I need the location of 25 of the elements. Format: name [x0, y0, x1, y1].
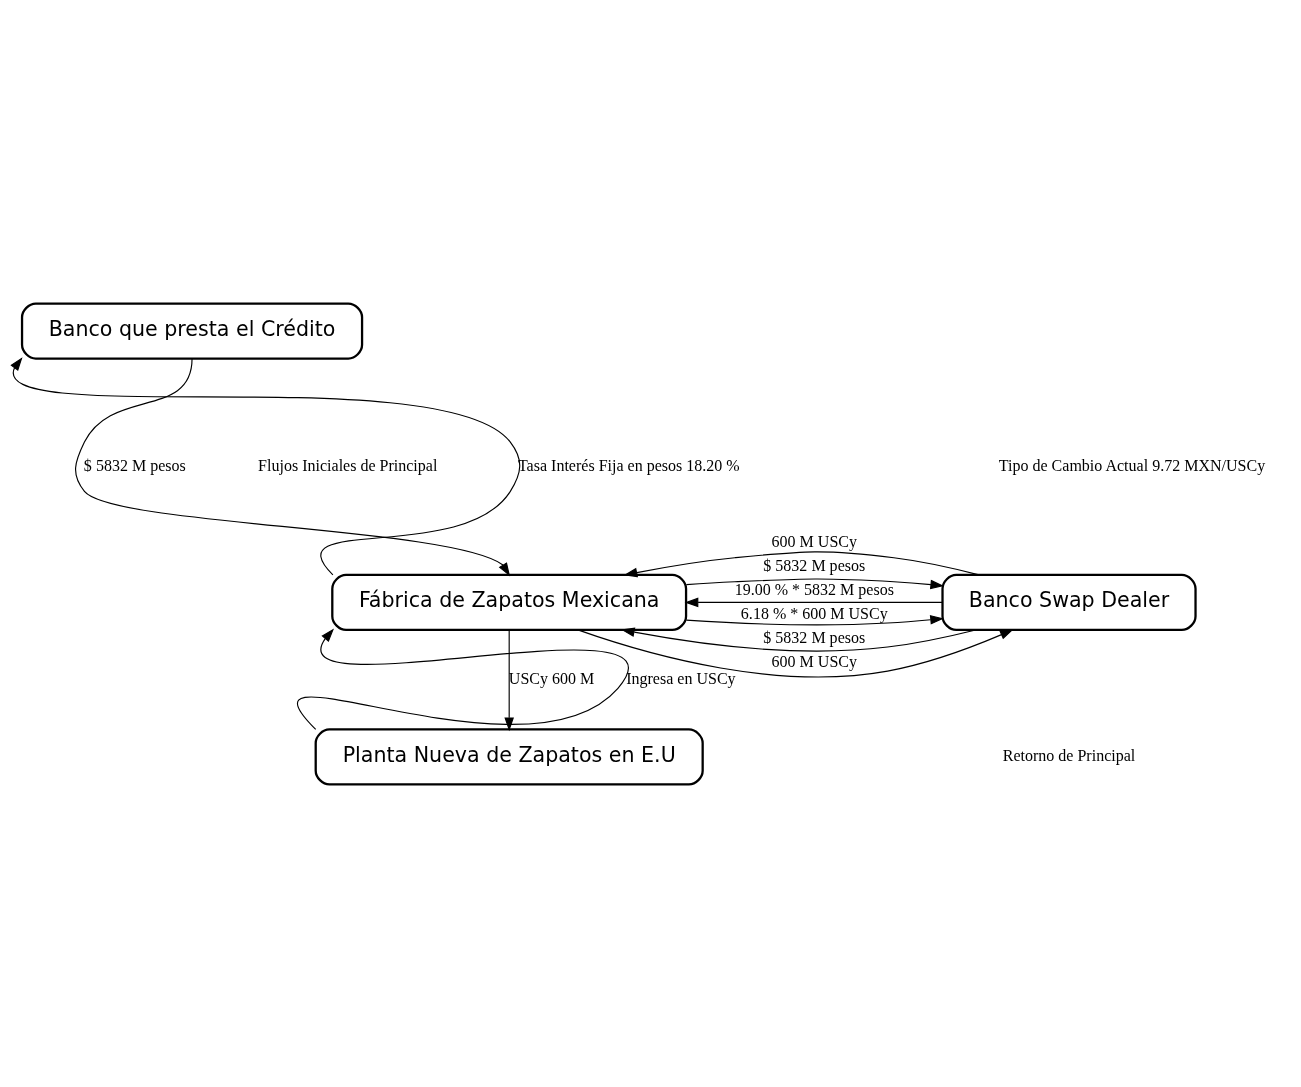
arrow	[623, 550, 980, 577]
arrow	[685, 577, 945, 589]
edge-label: 600 M USCy	[771, 652, 858, 670]
arrow	[10, 356, 521, 575]
label: Retorno de Principal	[1002, 746, 1136, 764]
arrow	[577, 628, 1014, 677]
edge-label: Ingresa en USCy	[626, 669, 736, 687]
node-box: Banco que presta el Crédito	[20, 301, 364, 360]
arrow	[298, 628, 629, 730]
arrow	[685, 614, 944, 625]
edge-label: $ 5832 M pesos	[763, 556, 866, 574]
arrow	[504, 628, 514, 731]
edge-label: $ 5832 M pesos	[83, 456, 186, 474]
edge-label: 19.00 % * 5832 M pesos	[734, 580, 894, 598]
arrow	[620, 626, 977, 652]
node-box: Fábrica de Zapatos Mexicana	[331, 573, 688, 631]
arrow	[75, 357, 511, 576]
edge-label: 600 M USCy	[771, 532, 858, 550]
label: Tipo de Cambio Actual 9.72 MXN/USCy	[998, 456, 1266, 474]
node-box: Planta Nueva de Zapatos en E.U	[314, 727, 704, 786]
label: Flujos Iniciales de Principal	[258, 456, 438, 474]
node-box: Banco Swap Dealer	[941, 573, 1197, 631]
edge-label: $ 5832 M pesos	[763, 628, 866, 646]
arrow	[684, 597, 943, 607]
edge-label: 6.18 % * 600 M USCy	[740, 604, 888, 622]
